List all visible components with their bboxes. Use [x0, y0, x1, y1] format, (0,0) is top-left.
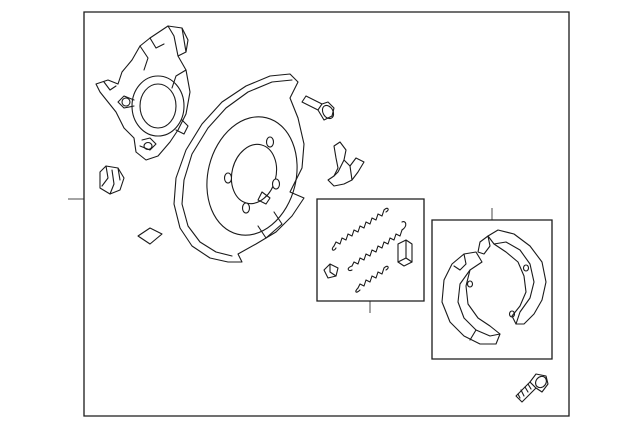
hub-bolt — [516, 374, 549, 402]
backing-plate-bolt — [302, 96, 336, 121]
seal-pad — [138, 228, 162, 244]
dust-cap — [100, 166, 124, 194]
parking-brake-shoes — [442, 230, 546, 344]
spring-hardware-kit — [324, 208, 412, 292]
adjuster-lever — [328, 142, 364, 186]
steering-knuckle — [96, 26, 190, 160]
spring-kit-box — [317, 199, 424, 301]
backing-plate — [174, 74, 309, 262]
diagram-frame — [84, 12, 569, 416]
